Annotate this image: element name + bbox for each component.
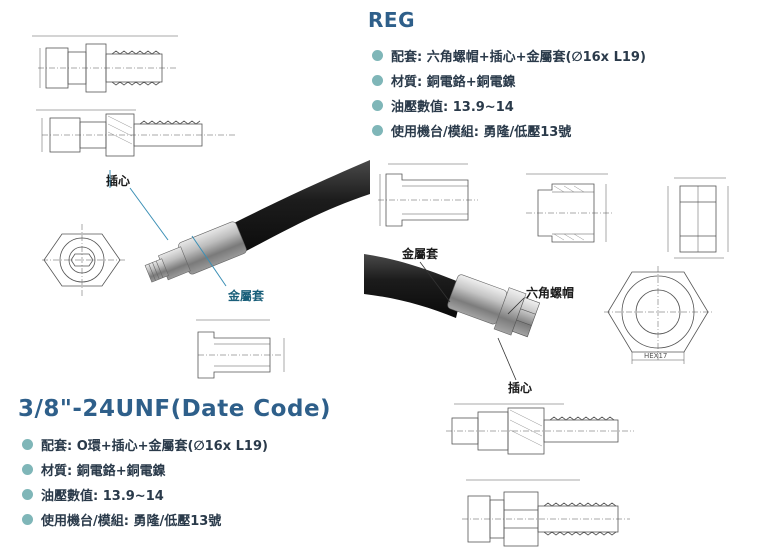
bullet-icon: [372, 99, 383, 111]
callout-insert-right: 插心: [508, 381, 533, 395]
bullet-icon: [22, 488, 33, 500]
hose-assembly-photo-left: [144, 160, 370, 283]
callout-insert-left: 插心: [106, 174, 131, 188]
callout-leader-lines-right: [419, 261, 525, 381]
spec-text: 使用機台/模組: 勇隆/低壓13號: [391, 124, 572, 140]
bullet-icon: [372, 124, 383, 136]
spec-item: 使用機台/模組: 勇隆/低壓13號: [22, 508, 268, 530]
spec-text: 配套: 六角螺帽+插心+金屬套(∅16x L19): [391, 49, 646, 65]
spec-text: 油壓數值: 13.9~14: [391, 99, 514, 115]
spec-text: 材質: 銅電鉻+銅電鎳: [391, 74, 516, 90]
spec-item: 材質: 銅電鉻+銅電鎳: [22, 458, 268, 480]
spec-text: 配套: O環+插心+金屬套(∅16x L19): [41, 438, 268, 454]
spec-item: 配套: 六角螺帽+插心+金屬套(∅16x L19): [372, 44, 646, 66]
hex-end-view-drawing: [42, 224, 126, 296]
spec-text: 材質: 銅電鉻+銅電鎳: [41, 463, 166, 479]
assembly-section-drawing: [446, 403, 634, 455]
callout-sleeve-right: 金屬套: [402, 247, 439, 261]
reg-spec-list: 配套: 六角螺帽+插心+金屬套(∅16x L19) 材質: 銅電鉻+銅電鎳 油壓…: [372, 44, 646, 144]
insert-section-drawing: [526, 173, 612, 243]
fitting-side-drawing-right: [462, 479, 630, 547]
hex-size-label: HEX17: [644, 352, 667, 360]
sleeve-section-drawing: [196, 319, 285, 379]
bullet-icon: [372, 49, 383, 61]
hex-nut-side-drawing: [667, 177, 729, 259]
spec-text: 使用機台/模組: 勇隆/低壓13號: [41, 513, 222, 529]
hose-assembly-photo-right: [364, 254, 541, 338]
reg-title: REG: [368, 8, 415, 32]
bullet-icon: [22, 463, 33, 475]
bullet-icon: [22, 513, 33, 525]
fitting-cutaway-drawing: [36, 109, 236, 157]
unf-title: 3/8"-24UNF(Date Code): [18, 396, 332, 422]
spec-item: 使用機台/模組: 勇隆/低壓13號: [372, 119, 646, 141]
unf-spec-list: 配套: O環+插心+金屬套(∅16x L19) 材質: 銅電鉻+銅電鎳 油壓數值…: [22, 433, 268, 533]
spec-item: 油壓數值: 13.9~14: [372, 94, 646, 116]
hex-nut-end-drawing: HEX17: [604, 266, 712, 364]
spec-text: 油壓數值: 13.9~14: [41, 488, 164, 504]
callout-hex-nut-right: 六角螺帽: [526, 286, 575, 300]
spec-item: 配套: O環+插心+金屬套(∅16x L19): [22, 433, 268, 455]
bullet-icon: [372, 74, 383, 86]
callout-leader-lines-left: [109, 170, 227, 287]
fitting-section-drawing: [32, 35, 178, 93]
spec-item: 油壓數值: 13.9~14: [22, 483, 268, 505]
bullet-icon: [22, 438, 33, 450]
sleeve-section-drawing-right: [378, 163, 478, 227]
callout-sleeve-left: 金屬套: [228, 289, 265, 303]
spec-item: 材質: 銅電鉻+銅電鎳: [372, 69, 646, 91]
